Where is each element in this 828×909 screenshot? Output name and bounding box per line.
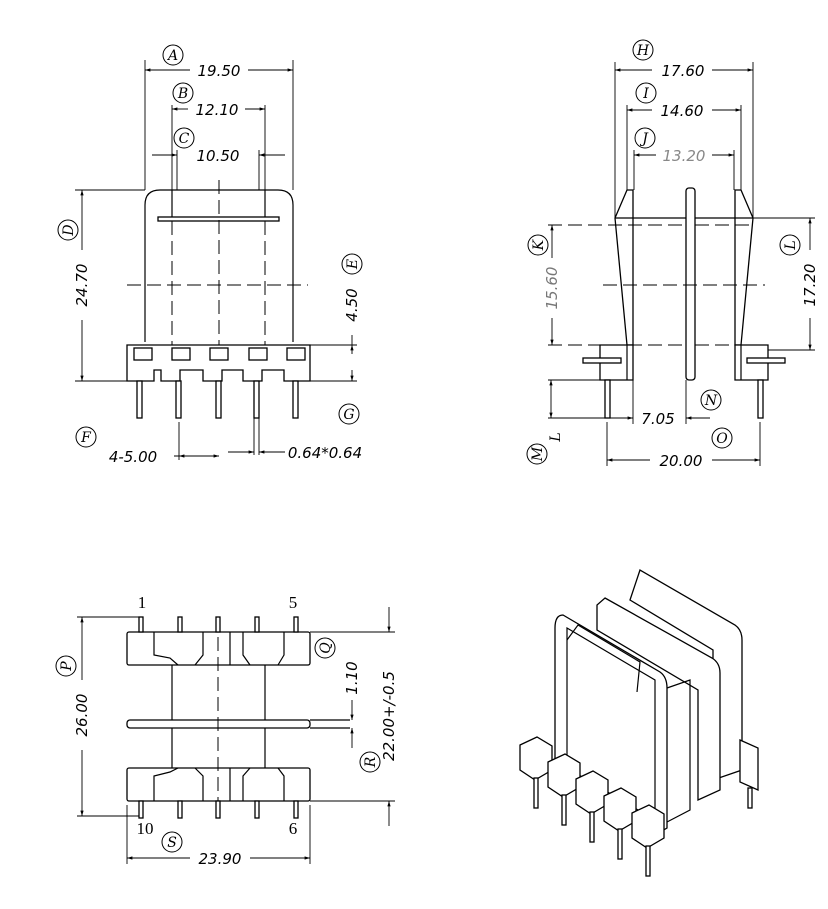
label-K: K [531, 238, 547, 251]
label-F: F [80, 430, 92, 446]
isometric-view [519, 569, 759, 877]
dim-O: 20.00 [660, 452, 703, 470]
iso-pins [519, 736, 759, 877]
dim-R: 22.00+/-0.5 [380, 671, 398, 761]
dim-P: 26.00 [73, 694, 91, 737]
dim-C: 10.50 [197, 147, 240, 165]
dim-G: 0.64*0.64 [288, 444, 362, 462]
label-A: A [166, 48, 178, 64]
label-P: P [59, 661, 75, 672]
dim-M: L [548, 432, 564, 442]
front-pins [133, 347, 306, 419]
pin-5-label: 5 [289, 593, 298, 612]
dim-A: 19.50 [198, 62, 241, 80]
label-D: D [61, 224, 77, 236]
front-view: A 19.50 B 12.10 C 10.50 D 24.70 E 4.50 F… [57, 44, 363, 466]
side-view: H 17.60 I 14.60 J 13.20 K 15.60 L 17.20 … [526, 39, 819, 470]
pin-10-label: 10 [137, 819, 154, 838]
label-J: J [639, 131, 649, 147]
label-R: R [363, 756, 379, 768]
dim-L: 17.20 [801, 264, 819, 307]
dim-F: 4-5.00 [109, 448, 157, 466]
label-H: H [636, 43, 650, 59]
bottom-view: 1 5 10 6 P 26.00 Q 1.10 R 22.00+/-0.5 S … [55, 593, 398, 868]
label-O: O [716, 431, 728, 447]
label-B: B [177, 86, 188, 102]
dim-S: 23.90 [199, 850, 242, 868]
label-S: S [167, 835, 177, 851]
label-N: N [704, 393, 718, 409]
label-G: G [343, 407, 354, 423]
dim-H: 17.60 [662, 62, 705, 80]
dim-D: 24.70 [73, 264, 91, 307]
label-C: C [179, 131, 190, 147]
dim-J: 13.20 [663, 147, 706, 165]
dim-I: 14.60 [661, 102, 704, 120]
label-E: E [345, 259, 361, 270]
label-M: M [530, 446, 546, 462]
pin-6-label: 6 [289, 819, 298, 838]
label-I: I [642, 86, 649, 102]
label-L: L [783, 240, 799, 250]
dim-E: 4.50 [343, 288, 361, 321]
dim-Q: 1.10 [343, 661, 361, 694]
label-Q: Q [318, 642, 334, 654]
dim-B: 12.10 [196, 101, 239, 119]
dim-N: 7.05 [641, 410, 674, 428]
pin-1-label: 1 [138, 593, 147, 612]
bottom-pins [138, 616, 299, 819]
dim-K: 15.60 [543, 267, 561, 310]
